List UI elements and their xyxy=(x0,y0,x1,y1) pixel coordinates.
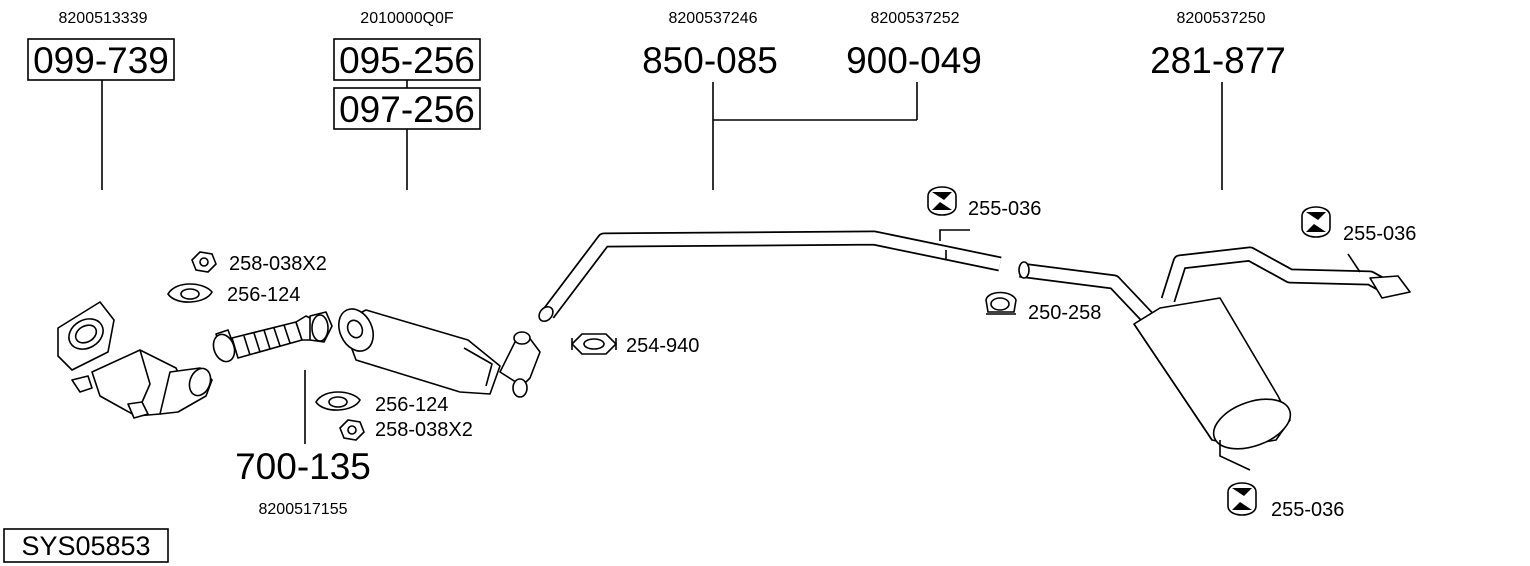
oem-number-fitting-kit: 8200537252 xyxy=(871,10,960,27)
rubber-mount-icon xyxy=(1301,206,1331,238)
svg-text:250-258: 250-258 xyxy=(1028,302,1101,324)
rubber-mount-icon xyxy=(927,186,957,216)
part-box-dpf xyxy=(333,38,481,81)
svg-text:258-038X2: 258-038X2 xyxy=(375,419,473,441)
system-code-box xyxy=(3,528,169,563)
catalyst-part[interactable] xyxy=(57,301,214,419)
svg-text:256-124: 256-124 xyxy=(375,394,448,416)
fitting-mount-rear-lower[interactable]: 255-036 xyxy=(1227,482,1344,521)
svg-text:255-036: 255-036 xyxy=(1271,499,1344,521)
oem-number-dpf: 2010000Q0F xyxy=(360,10,454,27)
dpf-part[interactable] xyxy=(332,303,541,398)
svg-text:254-940: 254-940 xyxy=(626,335,699,357)
part-number-rear-silencer[interactable]: 281-877 xyxy=(1150,40,1286,81)
part-number-flex-pipe[interactable]: 700-135 xyxy=(235,446,371,487)
rear-silencer-part[interactable] xyxy=(1018,246,1411,471)
part-number-fitting-kit[interactable]: 900-049 xyxy=(846,40,982,81)
fitting-clamp-rear[interactable]: 250-258 xyxy=(985,291,1101,325)
fitting-mount-centre[interactable]: 255-036 xyxy=(927,186,1041,220)
part-box-dpf-alt xyxy=(333,87,481,130)
svg-text:258-038X2: 258-038X2 xyxy=(229,253,327,275)
svg-text:255-036: 255-036 xyxy=(1343,223,1416,245)
fitting-gasket-lower[interactable]: 256-124 xyxy=(315,391,448,416)
flex-pipe-part[interactable] xyxy=(210,311,333,365)
part-number-dpf-alt[interactable]: 097-256 xyxy=(339,89,475,130)
oem-number-rear-silencer: 8200537250 xyxy=(1177,10,1266,27)
svg-text:256-124: 256-124 xyxy=(227,284,300,306)
svg-text:255-036: 255-036 xyxy=(968,198,1041,220)
oem-number-catalyst: 8200513339 xyxy=(59,10,148,27)
part-box-catalyst xyxy=(27,38,175,81)
fitting-mount-rear-upper[interactable]: 255-036 xyxy=(1301,206,1416,245)
fitting-gasket-upper[interactable]: 256-124 xyxy=(167,283,300,306)
part-number-dpf[interactable]: 095-256 xyxy=(339,40,475,81)
fitting-nut-upper[interactable]: 258-038X2 xyxy=(191,251,327,275)
part-number-centre-pipe[interactable]: 850-085 xyxy=(642,40,778,81)
centre-pipe-part[interactable] xyxy=(536,229,1002,324)
system-code: SYS05853 xyxy=(21,531,150,561)
part-number-catalyst[interactable]: 099-739 xyxy=(33,40,169,81)
fitting-nut-lower[interactable]: 258-038X2 xyxy=(339,419,473,441)
oem-number-flex-pipe: 8200517155 xyxy=(259,501,348,518)
rubber-mount-icon xyxy=(1227,482,1257,516)
oem-number-centre-pipe: 8200537246 xyxy=(669,10,758,27)
fitting-clamp-dpf[interactable]: 254-940 xyxy=(570,333,699,357)
